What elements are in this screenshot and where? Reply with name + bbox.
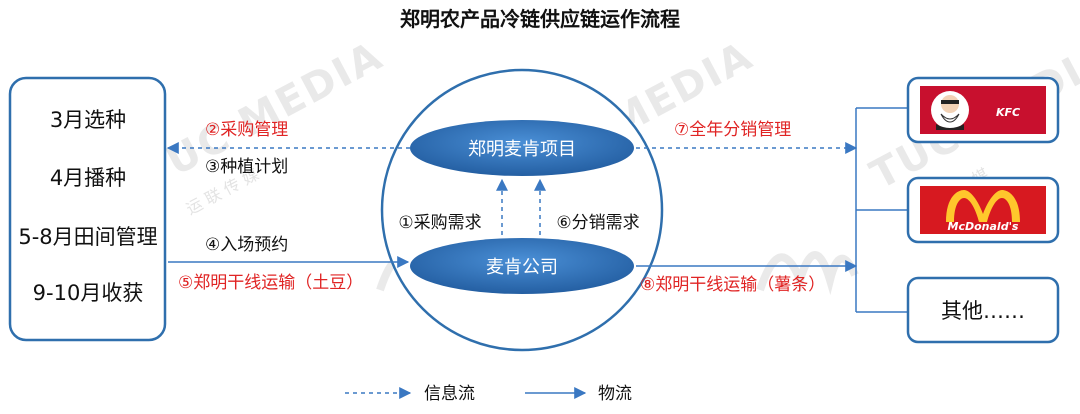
farm-step-4: 9-10月收获: [33, 281, 144, 305]
legend-physical-flow: 物流: [598, 384, 632, 404]
center-circle: [380, 68, 664, 352]
kfc-logo-text: KFC: [996, 106, 1020, 119]
other-box: [906, 276, 1060, 344]
purchase-demand-label: ①采购需求: [398, 213, 481, 233]
farm-step-1: 3月选种: [50, 108, 126, 132]
mcdonalds-logo-text: McDonald's: [948, 220, 1019, 233]
entry-appointment-label: ④入场预约: [205, 235, 288, 255]
kfc-logo: KFC: [920, 86, 1046, 134]
sales-demand-label: ⑥分销需求: [556, 213, 639, 233]
company-oval: [410, 238, 634, 294]
farm-steps-box: [8, 76, 167, 342]
diagram-title: 郑明农产品冷链供应链运作流程: [400, 7, 680, 31]
farm-step-2: 4月播种: [50, 166, 126, 190]
legend-info-flow: 信息流: [424, 384, 475, 404]
other-label: 其他……: [941, 299, 1025, 323]
mcdonalds-logo: McDonald's: [920, 186, 1046, 234]
legend: 信息流 物流: [345, 384, 632, 404]
distribution-label: ⑦全年分销管理: [674, 120, 791, 140]
procurement-label: ②采购管理: [205, 120, 288, 140]
trunk-transport-right-label: ⑧郑明干线运输（薯条）: [640, 275, 825, 295]
company-label: 麦肯公司: [486, 257, 558, 278]
planting-plan-label: ③种植计划: [205, 157, 288, 177]
project-label: 郑明麦肯项目: [468, 139, 576, 160]
farm-step-3: 5-8月田间管理: [18, 225, 157, 249]
project-oval: [410, 120, 634, 176]
trunk-transport-left-label: ⑤郑明干线运输（土豆）: [178, 273, 363, 293]
